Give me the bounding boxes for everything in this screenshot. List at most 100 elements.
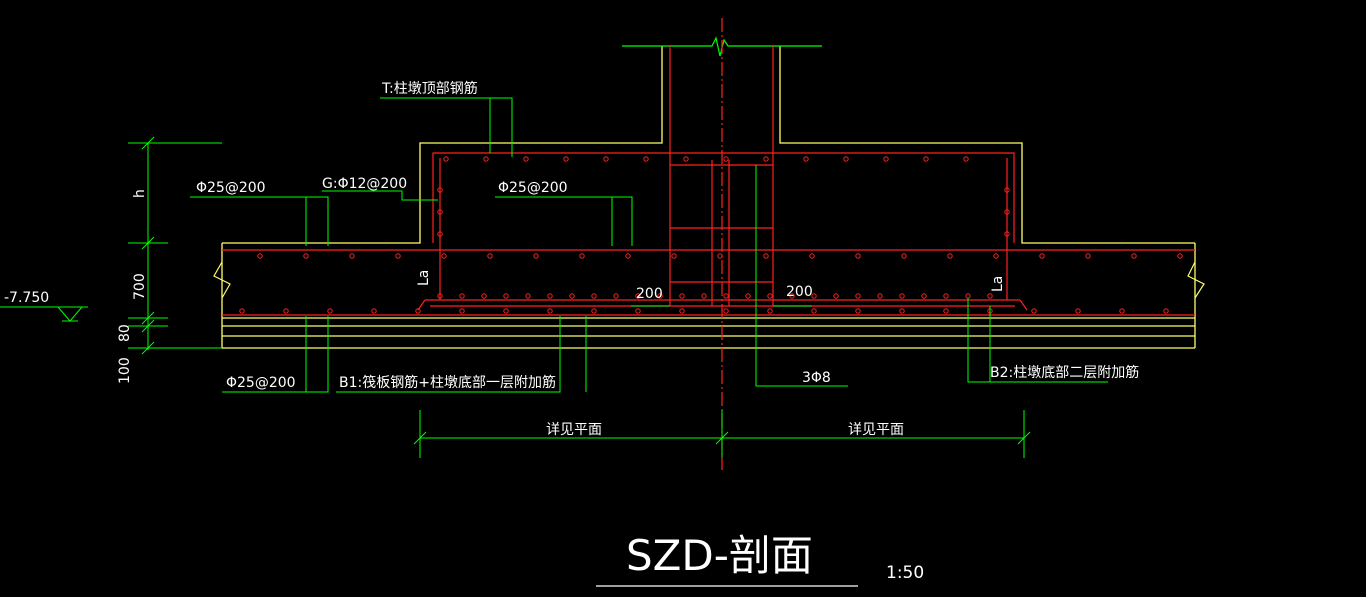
rebar-dot [803, 156, 809, 162]
label-la-right: La [990, 276, 1006, 292]
rebar-dot [635, 293, 641, 299]
label-scale: 1:50 [886, 563, 924, 583]
rebar-dot [437, 209, 443, 215]
rebar-dot [789, 293, 795, 299]
rebar-dot [483, 156, 489, 162]
rebar-dot [883, 156, 889, 162]
column-break-line [622, 36, 822, 57]
rebar-dot [1177, 253, 1183, 259]
rebar-dot [395, 253, 401, 259]
label-200-left: 200 [636, 286, 663, 302]
rebar-dot [987, 293, 993, 299]
rebar-dot [547, 308, 553, 314]
rebar-dot [855, 253, 861, 259]
rebar-dot [899, 308, 905, 314]
rebar-dot [943, 293, 949, 299]
rebar-dot [683, 156, 689, 162]
label-elevation: -7.750 [4, 290, 49, 306]
rebar-dot [717, 253, 723, 259]
rebar-dot [239, 308, 245, 314]
rebar-dot [1004, 209, 1010, 215]
rebar-dot [1004, 231, 1010, 237]
label-rebar-left: Φ25@200 [196, 180, 266, 196]
rebar-dot [855, 293, 861, 299]
rebar-dot [459, 308, 465, 314]
rebar-dot [257, 253, 263, 259]
rebar-dot [603, 156, 609, 162]
drawing-title: SZD-剖面 [626, 531, 813, 580]
rebar-dot [723, 308, 729, 314]
rebar-dot [613, 293, 619, 299]
rebar-dot [625, 253, 631, 259]
rebar-dot [487, 253, 493, 259]
rebar-dot [657, 293, 663, 299]
rebar-dot [579, 253, 585, 259]
rebar-dot [1131, 253, 1137, 259]
rebar-dot [591, 308, 597, 314]
label-rebar-mid: Φ25@200 [498, 180, 568, 196]
rebar-dot [1075, 308, 1081, 314]
label-dim-700: 700 [132, 273, 148, 300]
rebar-dot [1119, 308, 1125, 314]
rebar-dot [503, 293, 509, 299]
rebar-dot [809, 253, 815, 259]
rebar-dot [525, 293, 531, 299]
label-dim-80: 80 [117, 324, 133, 342]
rebar-dots [239, 156, 1183, 314]
label-b2: B2:柱墩底部二层附加筋 [990, 364, 1139, 381]
rebar-dot [1039, 253, 1045, 259]
rebar-dot [415, 308, 421, 314]
rebar-dot [763, 253, 769, 259]
rebar-dot [327, 308, 333, 314]
rebar-dot [503, 308, 509, 314]
rebar-dot [855, 308, 861, 314]
rebar-dot [923, 156, 929, 162]
label-detail-right: 详见平面 [848, 422, 904, 438]
rebar-dot [1085, 253, 1091, 259]
rebar-dot [843, 156, 849, 162]
rebar-dot [1004, 187, 1010, 193]
rebar-dot [833, 293, 839, 299]
rebar-dot [283, 308, 289, 314]
rebar-dot [963, 156, 969, 162]
rebar-dot [679, 293, 685, 299]
rebar-dot [533, 253, 539, 259]
rebar-dot [947, 253, 953, 259]
rebar-dot [481, 293, 487, 299]
rebar-dot [635, 308, 641, 314]
rebar-dot [993, 253, 999, 259]
rebar-dot [437, 187, 443, 193]
rebar-dot [591, 293, 597, 299]
label-200-right: 200 [786, 284, 813, 300]
rebar-dot [763, 156, 769, 162]
rebar-dot [671, 253, 677, 259]
rebar-dot [563, 156, 569, 162]
rebar-dot [437, 293, 443, 299]
rebar-dot [371, 308, 377, 314]
rebar-dot [723, 293, 729, 299]
rebar-dot [701, 293, 707, 299]
dimension-lines [0, 97, 1108, 458]
label-dim-100: 100 [117, 357, 133, 384]
rebar-dot [1031, 308, 1037, 314]
label-rebar-bottom-left: Φ25@200 [226, 375, 296, 391]
rebar-lines [222, 18, 1195, 470]
rebar-dot [303, 253, 309, 259]
rebar-dot [443, 156, 449, 162]
rebar-dot [811, 293, 817, 299]
rebar-dot [767, 293, 773, 299]
rebar-dot [723, 156, 729, 162]
rebar-dot [459, 293, 465, 299]
rebar-dot [745, 293, 751, 299]
rebar-dot [349, 253, 355, 259]
rebar-dot [877, 293, 883, 299]
label-b1: B1:筏板钢筋+柱墩底部一层附加筋 [339, 374, 556, 391]
label-stirrup: 3Φ8 [802, 370, 831, 386]
concrete-outline [221, 46, 1196, 349]
label-dim-h: h [132, 189, 148, 198]
rebar-dot [523, 156, 529, 162]
rebar-dot [899, 293, 905, 299]
rebar-dot [679, 308, 685, 314]
rebar-dot [811, 308, 817, 314]
rebar-dot [437, 231, 443, 237]
